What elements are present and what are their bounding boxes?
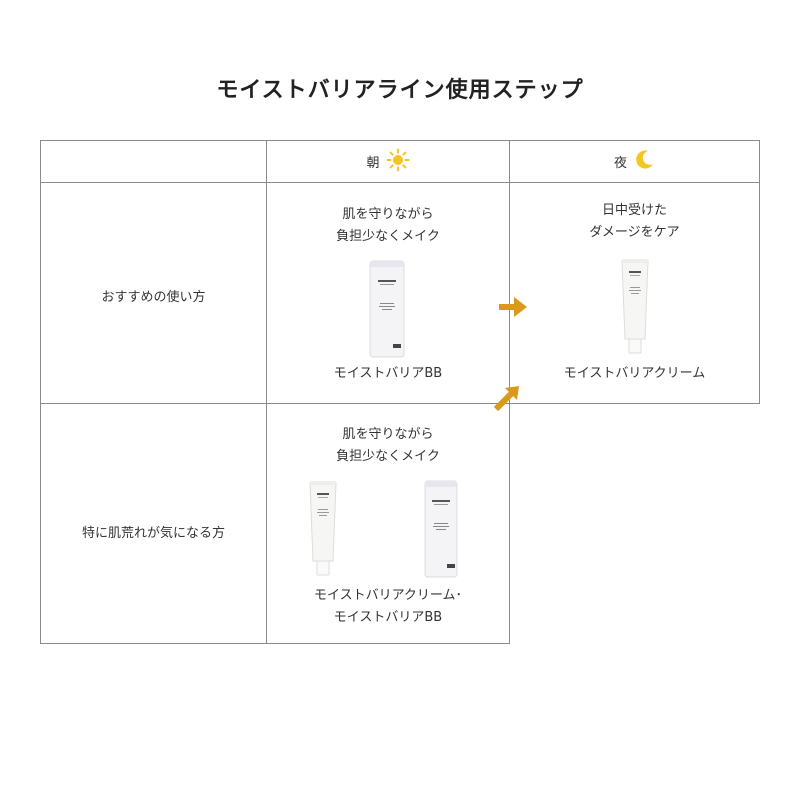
grid-line	[40, 140, 41, 644]
grid-line	[510, 140, 760, 141]
grid-line	[40, 140, 510, 141]
header-night-label: 夜	[613, 156, 627, 171]
caption-line: ダメージをケア	[589, 225, 680, 240]
row1-morning-caption: 肌を守りながら 負担少なくメイク	[267, 204, 509, 248]
caption-line: 肌を守りながら	[342, 427, 434, 442]
arrow-right-icon	[498, 296, 530, 318]
grid-line	[40, 182, 760, 183]
header-morning: 朝	[267, 141, 509, 182]
grid-line	[759, 140, 760, 404]
caption-line: 負担少なくメイク	[336, 229, 440, 244]
grid-line	[40, 403, 760, 404]
arrow-diagonal-icon	[492, 381, 524, 413]
product-line: モイストバリアBB	[333, 610, 443, 625]
row-label-sensitive: 特に肌荒れが気になる方	[81, 526, 225, 541]
moon-icon	[633, 149, 655, 175]
row1-morning-product: モイストバリアBB	[333, 366, 443, 381]
caption-line: 肌を守りながら	[342, 207, 434, 222]
row-label-recommended: おすすめの使い方	[101, 290, 206, 305]
sun-icon	[386, 148, 410, 176]
page-title: モイストバリアライン使用ステップ	[216, 78, 584, 103]
row2-morning-product: モイストバリアクリーム･ モイストバリアBB	[267, 585, 509, 629]
grid-line	[40, 643, 510, 644]
header-morning-label: 朝	[366, 156, 380, 171]
product-line: モイストバリアクリーム･	[313, 588, 463, 603]
row2-morning-caption: 肌を守りながら 負担少なくメイク	[267, 424, 509, 468]
row1-night-caption: 日中受けた ダメージをケア	[510, 200, 759, 244]
bb-product-image	[424, 478, 458, 578]
cream-tube-image	[308, 479, 338, 577]
grid-line	[266, 140, 267, 644]
row1-night-product: モイストバリアクリーム	[563, 366, 706, 381]
bb-product-image	[369, 258, 405, 358]
cream-tube-image	[620, 257, 650, 355]
caption-line: 日中受けた	[601, 203, 667, 218]
caption-line: 負担少なくメイク	[336, 449, 440, 464]
header-night: 夜	[510, 141, 759, 182]
